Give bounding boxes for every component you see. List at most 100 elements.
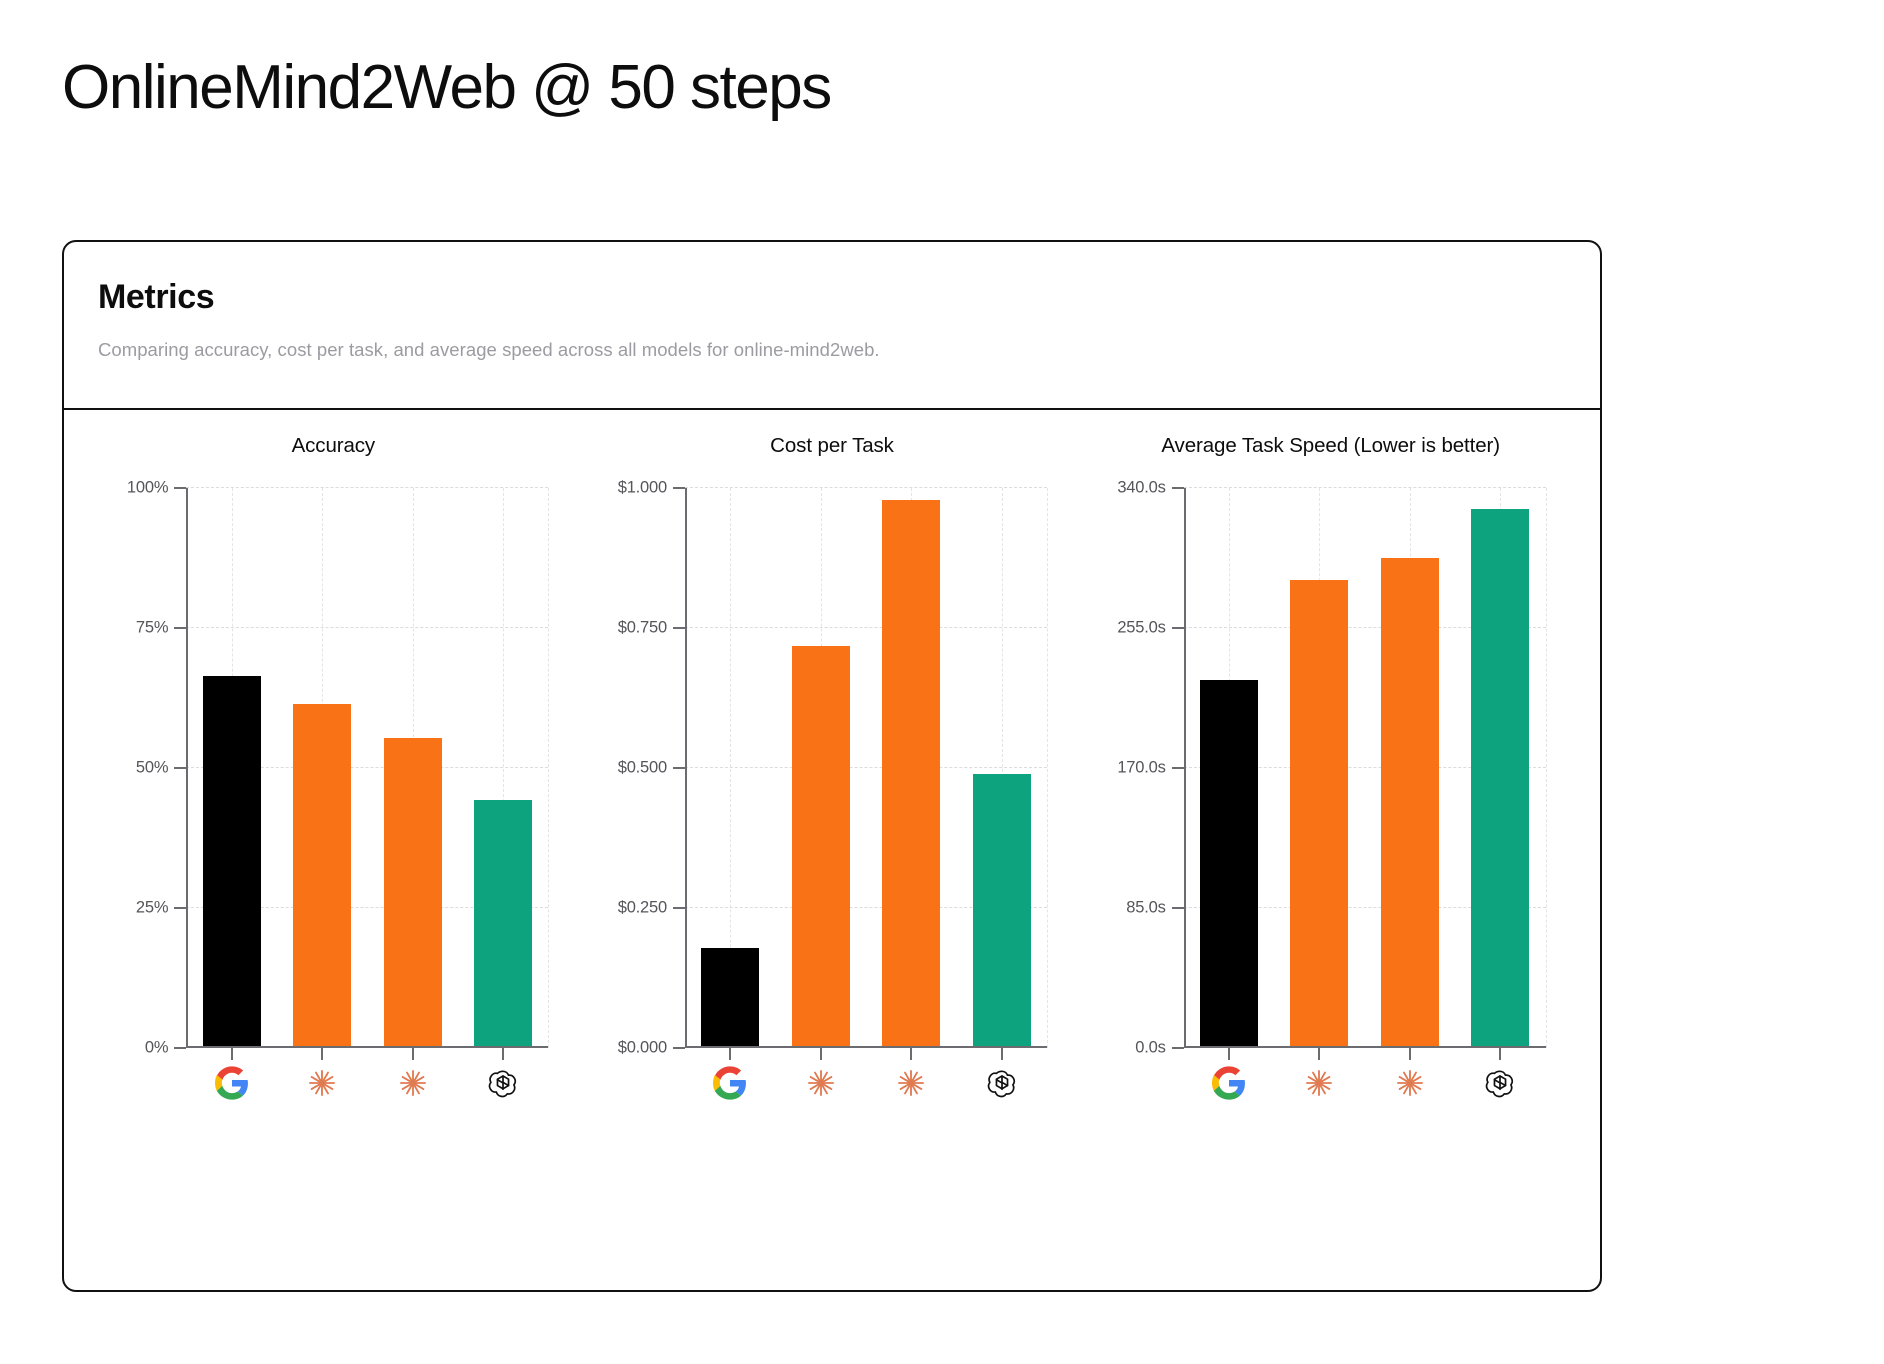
x-axis-tick — [819, 1046, 822, 1060]
google-logo-icon — [214, 1066, 248, 1100]
bar-slot — [1184, 486, 1275, 1060]
y-axis-tick — [174, 767, 187, 769]
y-axis-label: 0% — [144, 1038, 169, 1057]
y-axis-line — [685, 488, 687, 1048]
y-axis-label: $0.000 — [617, 1038, 667, 1057]
y-axis-label: 85.0s — [1126, 898, 1166, 917]
bar-group — [186, 486, 549, 1060]
bar-openai[interactable] — [474, 799, 533, 1046]
bar-google[interactable] — [1199, 680, 1258, 1046]
openai-logo-icon — [488, 1070, 517, 1098]
bar-openai[interactable] — [1471, 509, 1530, 1046]
x-axis-tick-label-google[interactable] — [685, 1060, 776, 1106]
x-axis-tick-label-google[interactable] — [186, 1060, 277, 1106]
gridline-horizontal — [186, 767, 549, 768]
x-axis-line — [685, 1046, 1047, 1048]
gridline-vertical — [1001, 488, 1003, 1048]
bar-anthropic-2[interactable] — [1380, 558, 1439, 1046]
y-axis-label: 25% — [135, 898, 169, 917]
card-title: Metrics — [98, 278, 215, 316]
bar-slot — [1274, 486, 1365, 1060]
y-axis-label: 50% — [135, 758, 169, 777]
x-axis-tick-label-anthropic-2[interactable] — [367, 1060, 458, 1106]
bar-anthropic-1[interactable] — [293, 704, 352, 1046]
x-axis-icons — [1184, 1060, 1546, 1106]
x-axis-icons — [186, 1060, 548, 1106]
gridline-horizontal — [1183, 627, 1546, 628]
bar-slot — [866, 486, 957, 1060]
gridline-horizontal — [685, 767, 1047, 768]
bar-group — [685, 486, 1048, 1060]
y-axis-label: 170.0s — [1117, 758, 1166, 777]
bar-google[interactable] — [202, 676, 261, 1046]
y-axis-label: 100% — [126, 478, 169, 497]
anthropic-starburst-icon — [807, 1070, 834, 1096]
anthropic-starburst-icon — [1306, 1070, 1333, 1096]
chart-panel-4-1: Cost per Task$0.000$0.250$0.500$0.750$1.… — [583, 434, 1082, 1290]
x-axis-tick — [1227, 1046, 1230, 1060]
x-axis-tick-label-anthropic-1[interactable] — [776, 1060, 867, 1106]
y-axis-label: $0.750 — [617, 618, 667, 637]
x-axis-line — [1183, 1046, 1546, 1048]
x-axis-tick-label-google[interactable] — [1184, 1060, 1275, 1106]
y-axis-tick — [174, 1047, 187, 1049]
anthropic-starburst-icon — [309, 1070, 336, 1096]
x-axis-tick — [321, 1046, 324, 1060]
anthropic-starburst-icon — [399, 1070, 426, 1096]
bar-slot — [685, 486, 776, 1060]
x-axis-tick-label-anthropic-2[interactable] — [866, 1060, 957, 1106]
gridline-horizontal — [1183, 767, 1546, 768]
x-axis-tick — [502, 1046, 505, 1060]
x-axis-tick — [230, 1046, 233, 1060]
bar-anthropic-2[interactable] — [383, 738, 442, 1046]
bar-slot — [367, 486, 458, 1060]
chart-plot: 0%25%50%75%100% — [108, 479, 558, 1140]
gridline-vertical — [503, 488, 505, 1048]
y-axis-tick — [174, 907, 187, 909]
bar-openai[interactable] — [972, 774, 1031, 1046]
y-axis-tick — [174, 627, 187, 629]
x-axis-tick — [1000, 1046, 1003, 1060]
y-axis-label: 255.0s — [1117, 618, 1166, 637]
y-axis-tick — [673, 907, 685, 909]
bar-group — [1184, 486, 1546, 1060]
gridline-vertical — [548, 488, 550, 1048]
chart-title: Accuracy — [291, 434, 376, 457]
x-axis-tick-label-openai[interactable] — [957, 1060, 1048, 1106]
y-axis-tick — [174, 487, 187, 489]
y-axis-tick — [673, 767, 685, 769]
y-axis-label: $1.000 — [617, 478, 667, 497]
gridline-vertical — [1545, 488, 1547, 1048]
gridline-horizontal — [186, 907, 549, 908]
y-axis-tick — [1171, 487, 1184, 489]
bar-google[interactable] — [701, 948, 760, 1046]
x-axis-tick-label-anthropic-1[interactable] — [277, 1060, 368, 1106]
plot-area: 0%25%50%75%100% — [127, 479, 550, 1060]
bar-anthropic-2[interactable] — [882, 500, 941, 1046]
anthropic-starburst-icon — [1396, 1070, 1423, 1096]
google-logo-icon — [713, 1066, 747, 1100]
anthropic-starburst-icon — [898, 1070, 925, 1096]
bar-anthropic-1[interactable] — [791, 645, 850, 1046]
gridline-vertical — [1047, 488, 1048, 1048]
bar-slot — [957, 486, 1048, 1060]
bar-slot — [458, 486, 549, 1060]
plot-area: $0.000$0.250$0.500$0.750$1.000 — [618, 479, 1048, 1060]
x-axis-tick-label-openai[interactable] — [1455, 1060, 1546, 1106]
chart-plot: $0.000$0.250$0.500$0.750$1.000 — [607, 479, 1057, 1140]
x-axis-line — [186, 1046, 549, 1048]
y-axis-label: $0.500 — [617, 758, 667, 777]
x-axis-tick-label-openai[interactable] — [458, 1060, 549, 1106]
x-axis-tick — [1318, 1046, 1321, 1060]
bar-slot — [1455, 486, 1546, 1060]
x-axis-tick-label-anthropic-1[interactable] — [1274, 1060, 1365, 1106]
y-axis-label: 0.0s — [1135, 1038, 1166, 1057]
x-axis-icons — [685, 1060, 1047, 1106]
bar-anthropic-1[interactable] — [1290, 579, 1349, 1046]
y-axis-tick — [1171, 1047, 1184, 1049]
y-axis-line — [1183, 488, 1186, 1048]
x-axis-tick-label-anthropic-2[interactable] — [1365, 1060, 1456, 1106]
